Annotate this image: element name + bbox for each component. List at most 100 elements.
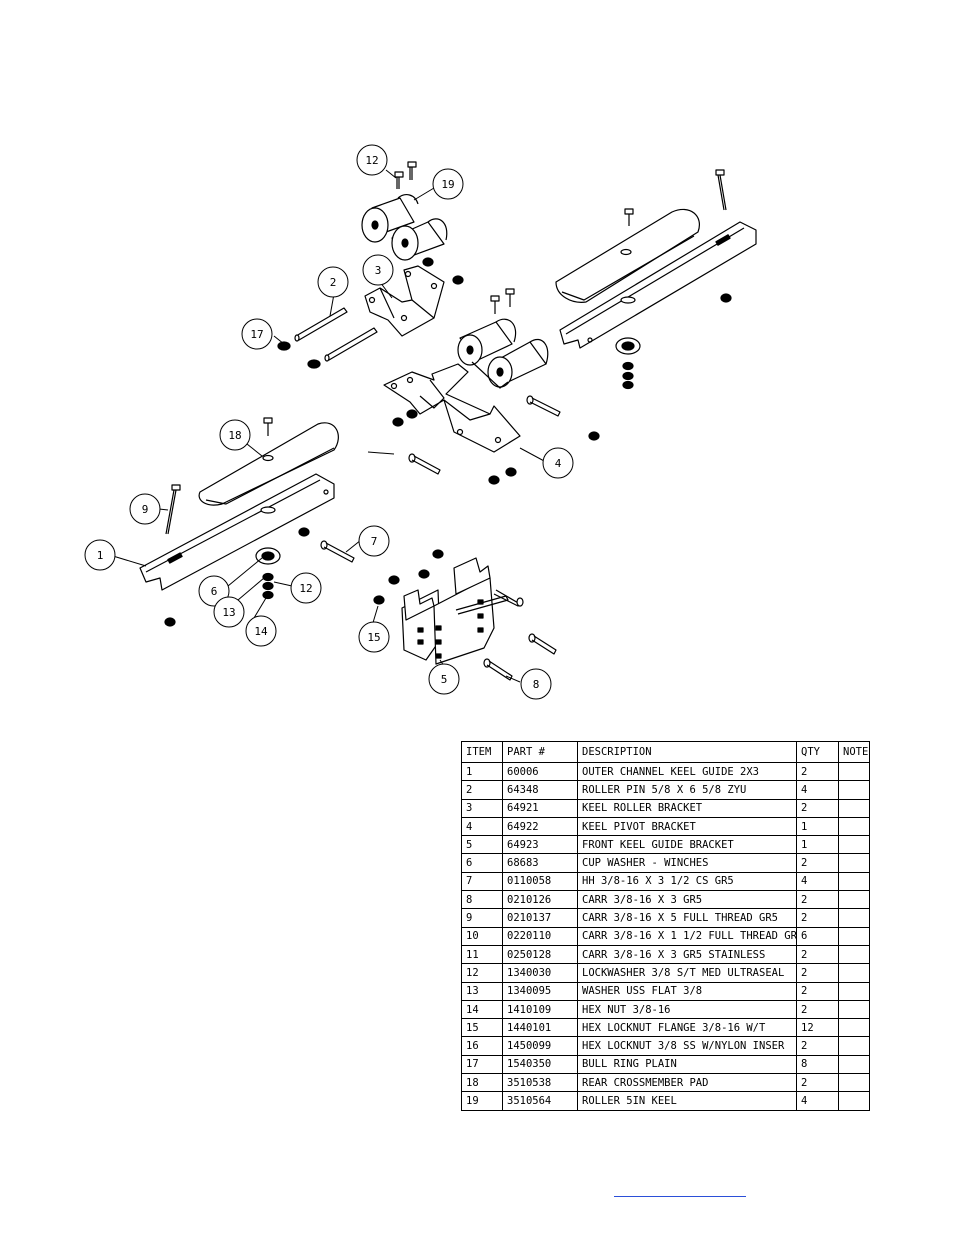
cell-qty: 12 bbox=[796, 1018, 839, 1038]
cell-part-number: 1410109 bbox=[502, 999, 578, 1020]
cell-qty: 2 bbox=[796, 761, 839, 782]
cell-item: 4 bbox=[461, 816, 503, 837]
cell-item: 19 bbox=[461, 1091, 503, 1111]
bolt-front-a bbox=[455, 589, 524, 615]
cell-note bbox=[838, 780, 870, 800]
cell-part-number: 64923 bbox=[502, 835, 578, 855]
cell-qty: 2 bbox=[796, 944, 839, 965]
svg-text:12: 12 bbox=[299, 582, 312, 595]
footer-link[interactable] bbox=[614, 1182, 746, 1197]
cell-part-number: 64922 bbox=[502, 816, 578, 837]
cell-qty: 8 bbox=[796, 1054, 839, 1075]
svg-text:7: 7 bbox=[371, 535, 378, 548]
callout-19: 19 bbox=[432, 168, 464, 200]
cell-item: 13 bbox=[461, 981, 503, 1001]
cell-part-number: 3510538 bbox=[502, 1073, 578, 1093]
svg-text:2: 2 bbox=[330, 276, 337, 289]
cell-qty: 2 bbox=[796, 908, 839, 928]
roller-pin-b bbox=[324, 327, 378, 362]
callout-18: 18 bbox=[219, 419, 251, 451]
header-qty: QTY bbox=[796, 741, 839, 763]
cell-qty: 4 bbox=[796, 780, 839, 800]
svg-text:12: 12 bbox=[365, 154, 378, 167]
cell-item: 7 bbox=[461, 871, 503, 892]
callout-4: 4 bbox=[542, 447, 574, 479]
cell-note bbox=[838, 999, 870, 1020]
cell-qty: 2 bbox=[796, 981, 839, 1001]
cell-part-number: 0210137 bbox=[502, 908, 578, 928]
keel-pivot-bracket bbox=[383, 363, 521, 453]
cell-description: CARR 3/8-16 X 3 GR5 bbox=[577, 890, 797, 910]
cell-item: 10 bbox=[461, 926, 503, 946]
cell-part-number: 3510564 bbox=[502, 1091, 578, 1111]
cell-item: 15 bbox=[461, 1018, 503, 1038]
header-part-number: PART # bbox=[502, 741, 578, 763]
rear-crossmember-pad-left bbox=[198, 417, 339, 506]
cell-description: BULL RING PLAIN bbox=[577, 1054, 797, 1075]
cell-item: 2 bbox=[461, 780, 503, 800]
cell-description: LOCKWASHER 3/8 S/T MED ULTRASEAL bbox=[577, 963, 797, 983]
cell-item: 5 bbox=[461, 835, 503, 855]
nuts-pivot bbox=[392, 409, 517, 485]
cell-part-number: 1450099 bbox=[502, 1036, 578, 1056]
cell-item: 9 bbox=[461, 908, 503, 928]
header-description: DESCRIPTION bbox=[577, 741, 797, 763]
bom-header-row: ITEM PART # DESCRIPTION QTY NOTE bbox=[461, 741, 870, 763]
cell-item: 18 bbox=[461, 1073, 503, 1093]
cell-note bbox=[838, 853, 870, 873]
callout-1: 1 bbox=[84, 539, 116, 571]
bolt-7 bbox=[320, 540, 355, 563]
svg-text:3: 3 bbox=[375, 264, 382, 277]
cell-description: HEX LOCKNUT FLANGE 3/8-16 W/T bbox=[577, 1018, 797, 1038]
cell-item: 3 bbox=[461, 798, 503, 818]
cell-part-number: 0220110 bbox=[502, 926, 578, 946]
cell-qty: 2 bbox=[796, 853, 839, 873]
cell-note bbox=[838, 1054, 870, 1075]
bolt-10b bbox=[407, 161, 417, 180]
long-bolt-left bbox=[165, 484, 181, 535]
cell-note bbox=[838, 798, 870, 818]
nuts-top bbox=[422, 257, 464, 285]
cell-note bbox=[838, 944, 870, 965]
keel-roller-pair-top bbox=[361, 194, 448, 261]
svg-text:19: 19 bbox=[441, 178, 454, 191]
cell-description: HEX LOCKNUT 3/8 SS W/NYLON INSER bbox=[577, 1036, 797, 1056]
cell-part-number: 64348 bbox=[502, 780, 578, 800]
nuts-left bbox=[164, 527, 310, 627]
cell-item: 16 bbox=[461, 1036, 503, 1056]
cell-note bbox=[838, 1018, 870, 1038]
callout-5: 5 bbox=[428, 663, 460, 695]
cell-note bbox=[838, 1036, 870, 1056]
cell-description: REAR CROSSMEMBER PAD bbox=[577, 1073, 797, 1093]
cell-note bbox=[838, 926, 870, 946]
nuts-front bbox=[373, 549, 444, 605]
cell-qty: 4 bbox=[796, 871, 839, 892]
bolt-front-b bbox=[528, 633, 557, 655]
cell-description: CARR 3/8-16 X 3 GR5 STAINLESS bbox=[577, 944, 797, 965]
cell-note bbox=[838, 835, 870, 855]
callout-2: 2 bbox=[317, 266, 349, 298]
cell-description: WASHER USS FLAT 3/8 bbox=[577, 981, 797, 1001]
svg-text:13: 13 bbox=[222, 606, 235, 619]
cell-item: 8 bbox=[461, 890, 503, 910]
svg-text:6: 6 bbox=[211, 585, 218, 598]
cell-item: 1 bbox=[461, 761, 503, 782]
cell-note bbox=[838, 908, 870, 928]
cell-description: OUTER CHANNEL KEEL GUIDE 2X3 bbox=[577, 761, 797, 782]
cell-qty: 2 bbox=[796, 890, 839, 910]
svg-text:18: 18 bbox=[228, 429, 241, 442]
callout-15: 15 bbox=[358, 621, 390, 653]
callout-13: 13 bbox=[213, 596, 245, 628]
bolt-10a bbox=[394, 171, 404, 189]
